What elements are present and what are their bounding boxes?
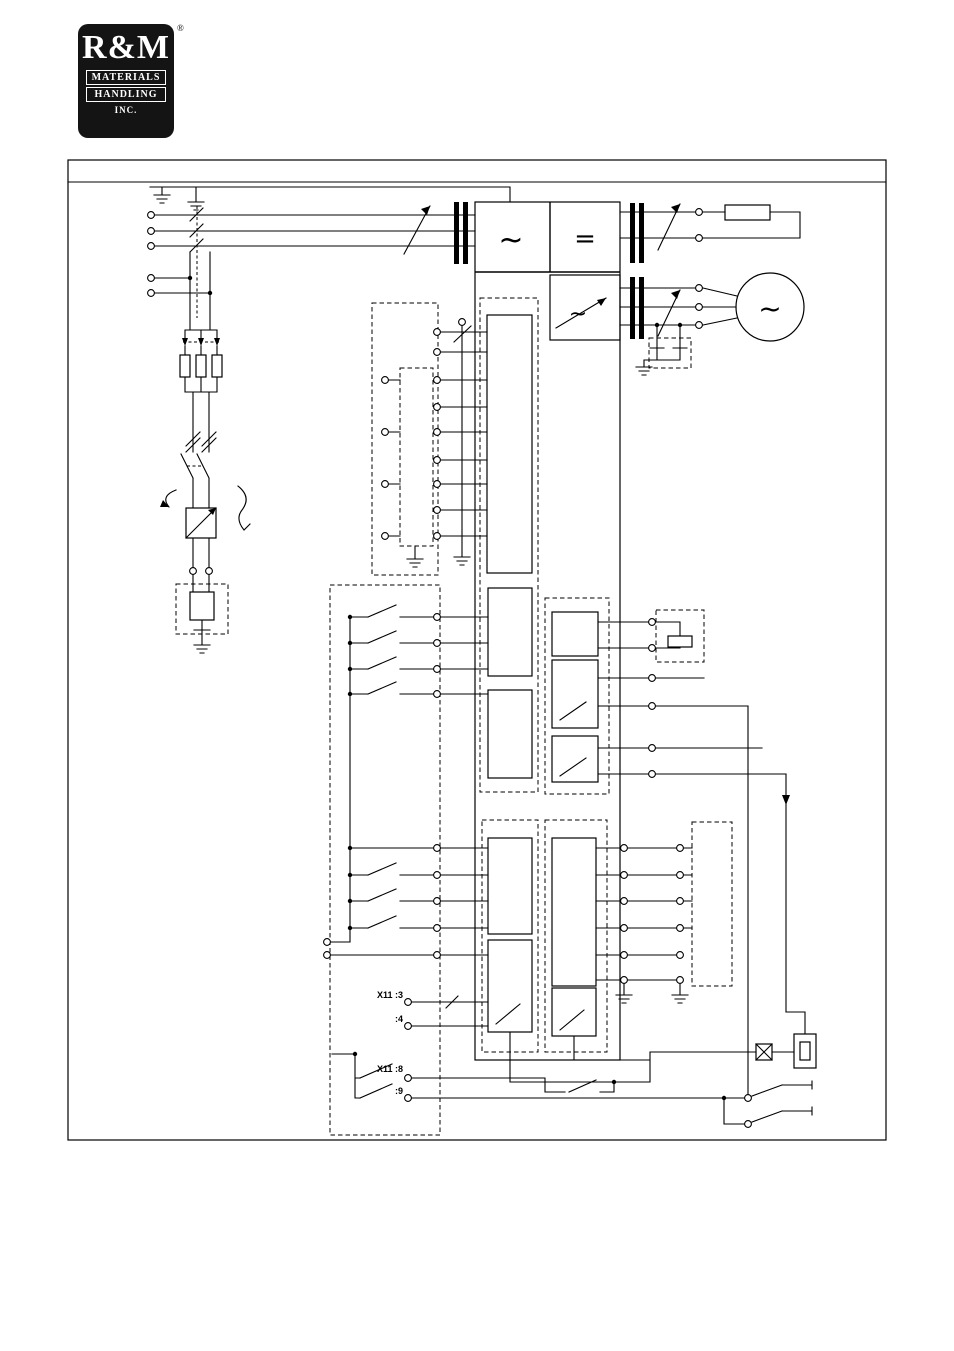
digital-input-contacts xyxy=(329,584,489,1136)
interconnect-wires xyxy=(747,705,790,1095)
x11-4-label: :4 xyxy=(395,1014,403,1024)
drawing-frame xyxy=(67,159,887,1141)
earth-ground-icon xyxy=(615,994,633,1004)
logo-handling-text: HANDLING xyxy=(86,87,166,102)
motor-ac-symbol: ~ xyxy=(758,292,781,325)
logo-materials-text: MATERIALS xyxy=(86,70,166,85)
x11-terminals-8-9: X11 :8 :9 xyxy=(331,1051,745,1102)
earth-ground-icon xyxy=(153,194,171,204)
rectifier-dc-symbol: = xyxy=(574,224,596,254)
earth-ground-icon xyxy=(671,994,689,1004)
bottom-interconnect xyxy=(509,1011,817,1083)
company-logo: R&M MATERIALS HANDLING INC. xyxy=(78,24,174,138)
feedback-wiring xyxy=(595,821,733,1004)
line-contactor-fuses xyxy=(160,329,251,531)
x11-8-label: X11 :8 xyxy=(377,1064,403,1074)
registered-trademark-icon: ® xyxy=(177,23,184,33)
logo-brand-text: R&M xyxy=(82,29,170,66)
logo-inc-text: INC. xyxy=(114,105,138,115)
x11-terminals-3-4: X11 :3 :4 xyxy=(377,990,489,1030)
limit-switches xyxy=(721,1080,813,1128)
analog-terminal-group xyxy=(371,302,488,576)
brake-solenoid xyxy=(793,1033,817,1069)
earth-ground-icon xyxy=(193,644,211,654)
three-phase-input xyxy=(147,186,511,331)
relay-output-column xyxy=(544,597,787,795)
brake-coil xyxy=(175,583,229,654)
braking-resistor xyxy=(724,204,771,221)
x11-3-label: X11 :3 xyxy=(377,990,403,1000)
lower-terminal-blocks xyxy=(481,819,608,1061)
frequency-converter: ~ = ~ xyxy=(474,201,621,1061)
brake-rectifier xyxy=(185,507,217,593)
lower-input-contacts xyxy=(323,844,489,959)
x11-9-label: :9 xyxy=(395,1086,403,1096)
rectifier-ac-symbol: ~ xyxy=(498,223,523,258)
converter-terminal-strip xyxy=(479,297,539,793)
motor-output: ~ xyxy=(619,272,805,342)
thermistor-box xyxy=(655,609,705,663)
earth-ground-icon xyxy=(406,558,424,568)
braking-resistor-circuit xyxy=(619,203,801,263)
motor xyxy=(735,272,805,342)
earth-ground-icon xyxy=(453,556,471,566)
output-filter xyxy=(635,322,692,376)
